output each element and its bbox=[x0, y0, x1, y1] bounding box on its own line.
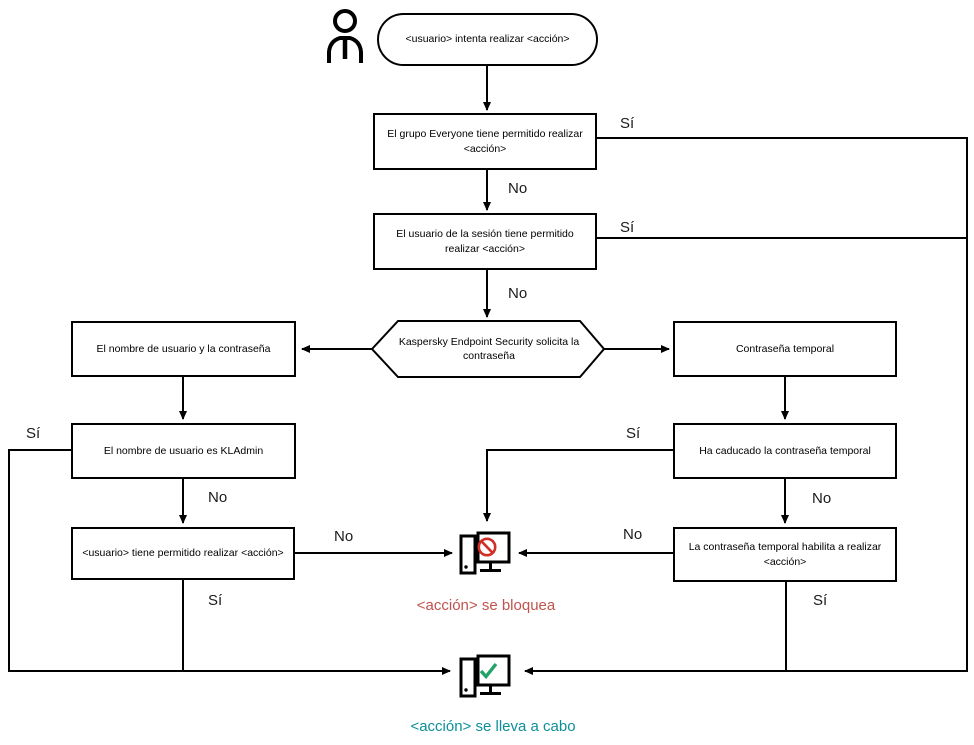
person-icon bbox=[327, 9, 363, 63]
node-temp-expired: Ha caducado la contraseña temporal bbox=[673, 423, 897, 479]
label-kladmin-yes: Sí bbox=[24, 425, 43, 442]
decision-hexagon bbox=[370, 320, 606, 378]
label-kladmin-no: No bbox=[206, 489, 230, 506]
label-temp-allows-no: No bbox=[621, 526, 645, 543]
node-everyone: El grupo Everyone tiene permitido realiz… bbox=[373, 113, 597, 170]
done-caption: <acción> se lleva a cabo bbox=[410, 718, 576, 735]
node-prompt-label: Kaspersky Endpoint Security solicita la … bbox=[398, 335, 580, 362]
node-credentials-label: El nombre de usuario y la contraseña bbox=[96, 342, 271, 355]
prohibition-icon bbox=[477, 537, 497, 557]
label-expired-yes: Sí bbox=[624, 425, 643, 442]
computer-blocked-icon bbox=[459, 531, 511, 575]
edge-kladmin-yes-to-done bbox=[8, 449, 451, 675]
label-user-allowed-no: No bbox=[332, 528, 356, 545]
edge-everyone-yes-to-done bbox=[524, 137, 968, 675]
node-temp-allows: La contraseña temporal habilita a realiz… bbox=[673, 527, 897, 582]
label-expired-no: No bbox=[810, 490, 834, 507]
node-kladmin: El nombre de usuario es KLAdmin bbox=[71, 423, 296, 479]
label-session-no: No bbox=[506, 285, 530, 302]
node-session-label: El usuario de la sesión tiene permitido … bbox=[396, 228, 574, 255]
blocked-caption: <acción> se bloquea bbox=[416, 597, 556, 614]
computer-check-icon bbox=[459, 654, 511, 698]
node-start: <usuario> intenta realizar <acción> bbox=[377, 13, 598, 66]
label-session-yes: Sí bbox=[618, 219, 637, 236]
node-temp-allows-label: La contraseña temporal habilita a realiz… bbox=[688, 541, 882, 568]
node-everyone-label: El grupo Everyone tiene permitido realiz… bbox=[387, 128, 583, 155]
label-temp-allows-yes: Sí bbox=[811, 592, 830, 609]
node-temp-password: Contraseña temporal bbox=[673, 321, 897, 377]
node-temp-expired-label: Ha caducado la contraseña temporal bbox=[699, 444, 871, 457]
checkmark-icon bbox=[479, 662, 498, 680]
label-user-allowed-yes: Sí bbox=[206, 592, 225, 609]
node-session: El usuario de la sesión tiene permitido … bbox=[373, 213, 597, 270]
edge-expired-yes-to-blocked bbox=[483, 449, 673, 522]
node-user-allowed-label: <usuario> tiene permitido realizar <acci… bbox=[82, 547, 284, 560]
node-user-allowed: <usuario> tiene permitido realizar <acci… bbox=[71, 527, 295, 580]
label-everyone-no: No bbox=[506, 180, 530, 197]
node-start-label: <usuario> intenta realizar <acción> bbox=[405, 33, 570, 46]
node-credentials: El nombre de usuario y la contraseña bbox=[71, 321, 296, 377]
node-kladmin-label: El nombre de usuario es KLAdmin bbox=[103, 444, 264, 457]
label-everyone-yes: Sí bbox=[618, 115, 637, 132]
node-temp-password-label: Contraseña temporal bbox=[735, 342, 835, 355]
node-prompt: Kaspersky Endpoint Security solicita la … bbox=[398, 321, 580, 377]
